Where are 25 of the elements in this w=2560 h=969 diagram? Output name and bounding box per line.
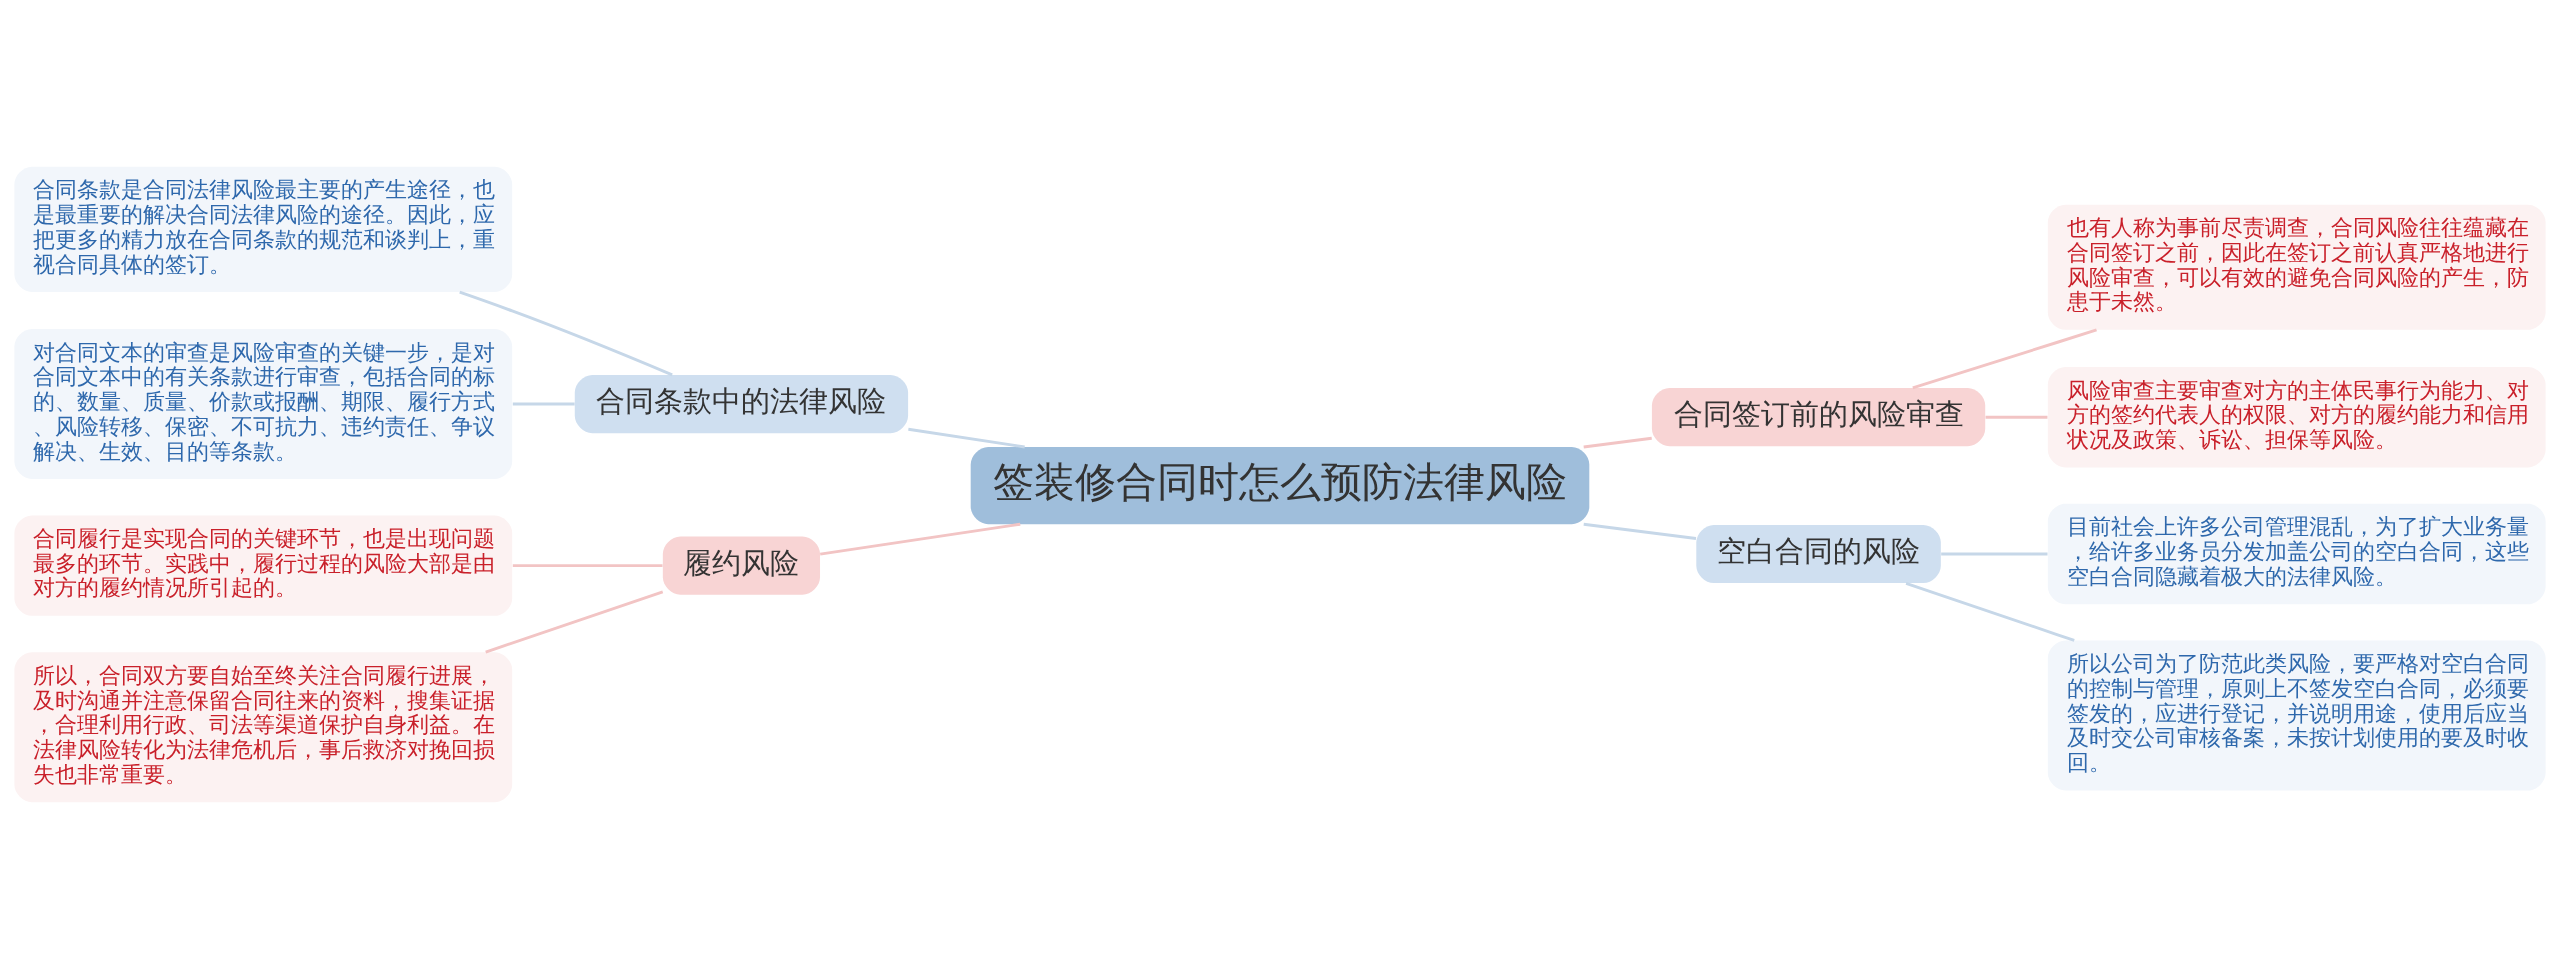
connector — [459, 290, 673, 377]
connector — [1583, 436, 1652, 449]
node-box: 风险审查主要审查对方的主体民事行为能力、对方的签约代表人的权限、对方的履约能力和信用状况及政策、诉讼、担保等风险。 — [2047, 366, 2546, 468]
node-box: 所以公司为了防范此类风险，要严格对空白合同的控制与管理，原则上不签发空白合同，必须要签发的，应进行登记，并说明用途，使用后应当及时交公司审核备案，未按计划使用的要及时收回。 — [2047, 640, 2546, 791]
node-box: 对合同文本的审查是风险审查的关键一步，是对合同文本中的有关条款进行审查，包括合同的标的、数量、质量、价款或报酬、期限、履行方式、风险转移、保密、不可抗力、违约责任、争议解决、生效、目的等条款。 — [14, 329, 513, 480]
node-box: 合同履行是实现合同的关键环节，也是出现问题最多的环节。实践中，履行过程的风险大部是由对方的履约情况所引起的。 — [14, 515, 513, 616]
connector — [512, 402, 575, 406]
connector — [1985, 415, 2048, 419]
connector — [1912, 328, 2097, 390]
node-box: 履约风险 — [662, 536, 821, 595]
connector — [1941, 552, 2048, 556]
connector — [1583, 522, 1697, 540]
connector — [485, 590, 664, 654]
connector — [1905, 581, 2075, 642]
connector — [512, 564, 663, 568]
node-box: 目前社会上许多公司管理混乱，为了扩大业务量，给许多业务员分发加盖公司的空白合同，这些空白合同隐藏着极大的法律风险。 — [2047, 503, 2546, 605]
node-box: 合同签订前的风险审查 — [1651, 388, 1986, 447]
node-box: 也有人称为事前尽责调查，合同风险往往蕴藏在合同签订之前，因此在签订之前认真严格地进行风险审查，可以有效的避免合同风险的产生，防患于未然。 — [2047, 204, 2546, 330]
node-box: 合同条款是合同法律风险最主要的产生途径，也是最重要的解决合同法律风险的途径。因此，应把更多的精力放在合同条款的规范和谈判上，重视合同具体的签订。 — [14, 166, 513, 292]
node-box: 空白合同的风险 — [1696, 524, 1941, 584]
node-box: 签装修合同时怎么预防法律风险 — [970, 447, 1590, 525]
connector — [820, 522, 1021, 556]
node-box: 合同条款中的法律风险 — [574, 374, 909, 434]
node-box: 所以，合同双方要自始至终关注合同履行进展，及时沟通并注意保留合同往来的资料，搜集证据，合理利用行政、司法等渠道保护自身利益。在法律风险转化为法律危机后，事后救济对挽回损失也非常重要。 — [14, 652, 513, 803]
connector — [908, 427, 1025, 449]
